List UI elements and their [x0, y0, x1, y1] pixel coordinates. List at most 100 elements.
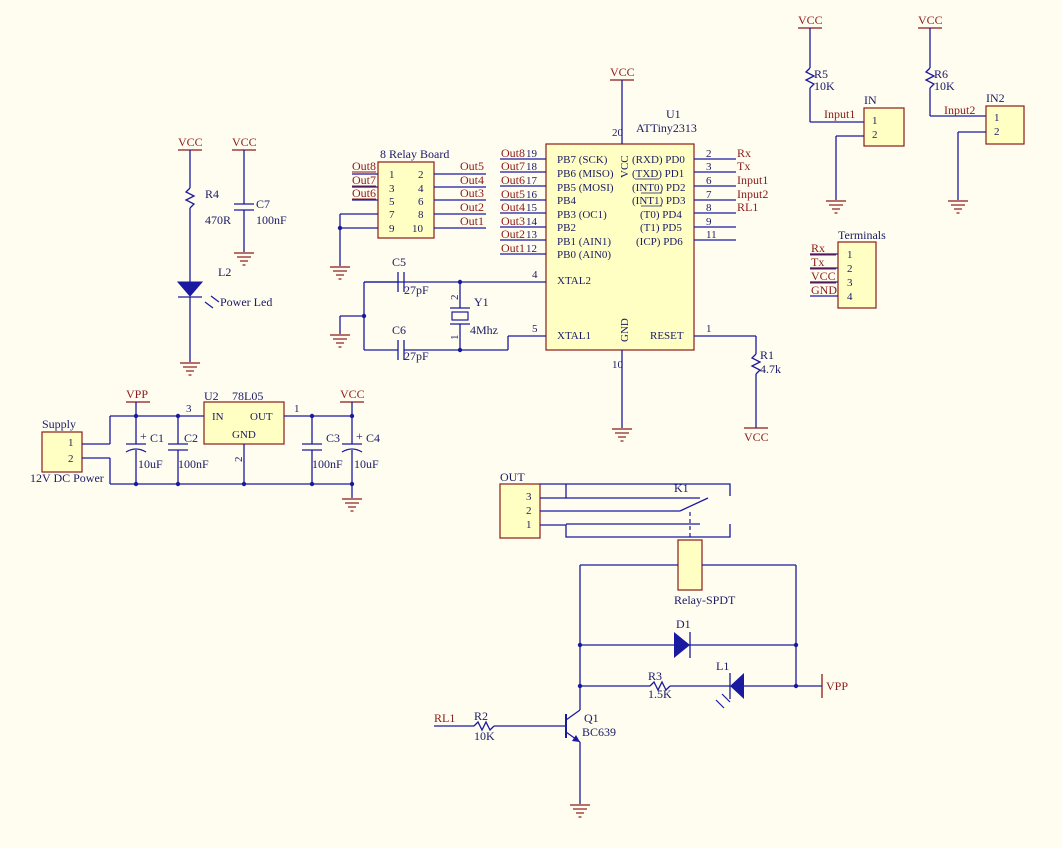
net-out5: Out5: [501, 187, 525, 201]
u2-part: 78L05: [232, 389, 263, 403]
u1-pin-label: PB2: [557, 222, 576, 234]
u1-pin-label: (INT0) PD2: [632, 182, 685, 194]
pin-number: 1: [526, 519, 532, 531]
vpp-label: VPP: [126, 387, 148, 401]
supply-description: 12V DC Power: [30, 471, 104, 485]
pin-number: 4: [532, 269, 538, 281]
pin-number: 20: [612, 127, 624, 139]
net-out3: Out3: [501, 214, 525, 228]
relay-board-body: [377, 161, 435, 239]
u1-pin-label: PB3 (OC1): [557, 209, 607, 221]
net-vcc: VCC: [811, 269, 836, 283]
plus-sign: +: [140, 429, 147, 443]
u1-right-nets: 2 3 6 7 8 9 11 Rx Tx Input1 Input2 RL1: [694, 146, 768, 241]
u2-gnd-label: GND: [232, 429, 256, 441]
k1-switch-contact: [679, 497, 709, 512]
u1-pin-label: (RXD) PD0: [632, 154, 685, 166]
c1-ref: C1: [150, 431, 164, 445]
pin-number: 8: [418, 209, 424, 221]
u1-pin-label: PB6 (MISO): [557, 168, 614, 180]
c6-value: 27pF: [404, 349, 429, 363]
regulator-section: Supply 1 2 12V DC Power VPP + C1 10uF C2…: [30, 387, 380, 512]
c3-value: 100nF: [312, 457, 343, 471]
pin-number: 19: [526, 148, 538, 160]
pin-number: 6: [418, 196, 424, 208]
c3-ref: C3: [326, 431, 340, 445]
vcc-label: VCC: [798, 13, 823, 27]
r6-resistor: [924, 67, 936, 89]
pin-number: 3: [706, 161, 712, 173]
pin-number: 1: [847, 249, 853, 261]
pin-number: 16: [526, 189, 538, 201]
u1-pin-label: PB0 (AIN0): [557, 249, 611, 261]
net-out1: Out1: [501, 241, 525, 255]
c5-value: 27pF: [404, 283, 429, 297]
r2-resistor: [473, 720, 495, 732]
pin-number: 12: [526, 243, 537, 255]
net-input1: Input1: [737, 173, 768, 187]
crystal-section: C5 27pF C6 27pF Y1 4Mhz 2 1: [329, 255, 498, 363]
u1-body: [545, 143, 695, 351]
u2-out-label: OUT: [250, 411, 273, 423]
r4-ref: R4: [205, 187, 219, 201]
net-out8: Out8: [501, 146, 525, 160]
pin-number: 3: [389, 183, 395, 195]
relay-board-title: 8 Relay Board: [380, 147, 449, 161]
pin-number: 5: [389, 196, 395, 208]
u1-gnd-pin-label: GND: [619, 318, 631, 342]
pin-number: 1: [389, 169, 395, 181]
net-out4: Out4: [460, 173, 484, 187]
u1-pin-label: (ICP) PD6: [636, 236, 683, 248]
net-out2: Out2: [460, 200, 484, 214]
input-section: VCC R5 10K Input1 IN 1 2 VCC R6 10K Inpu…: [798, 13, 1025, 214]
net-input2: Input2: [944, 103, 975, 117]
in2-connector: [985, 105, 1025, 145]
u1-vcc-pin-label: VCC: [619, 155, 631, 178]
pin-number: 9: [706, 216, 712, 228]
net-tx: Tx: [737, 159, 750, 173]
k1-ref: K1: [674, 481, 689, 495]
pin-number: 2: [872, 129, 878, 141]
pin-number: 15: [526, 202, 538, 214]
pin-number: 6: [706, 175, 712, 187]
terminals-body: [837, 241, 877, 309]
net-out4: Out4: [501, 200, 525, 214]
terminals-connector: Terminals Rx Tx VCC GND 1 2 3 4: [810, 228, 886, 309]
pin-number: 5: [532, 323, 538, 335]
pin-number: 18: [526, 161, 538, 173]
u1-pin-label: (INT1) PD3: [632, 195, 686, 207]
u1-ref: U1: [666, 107, 681, 121]
c7-value: 100nF: [256, 213, 287, 227]
net-rl1: RL1: [737, 200, 758, 214]
vpp-label: VPP: [826, 679, 848, 693]
d1-ref: D1: [676, 617, 691, 631]
plus-sign: +: [356, 429, 363, 443]
net-rx: Rx: [811, 241, 825, 255]
u1-xtal1-label: XTAL1: [557, 330, 591, 342]
r4-resistor: [184, 187, 196, 209]
net-tx: Tx: [811, 255, 824, 269]
pin-number: 4: [847, 291, 853, 303]
pin-number: 7: [389, 209, 395, 221]
r6-value: 10K: [934, 79, 955, 93]
c1-value: 10uF: [138, 457, 163, 471]
supply-connector: [41, 431, 83, 473]
pin-number: 1: [68, 437, 74, 449]
pin-number: 2: [706, 148, 712, 160]
u1-part: ATTiny2313: [636, 121, 697, 135]
d1-diode-icon: [674, 632, 690, 658]
terminals-title: Terminals: [838, 228, 886, 242]
r1-resistor: [750, 353, 762, 375]
q1-part: BC639: [582, 725, 616, 739]
u1-pin-label: PB7 (SCK): [557, 154, 608, 166]
in1-title: IN: [864, 93, 877, 107]
vcc-label: VCC: [918, 13, 943, 27]
vcc-label: VCC: [340, 387, 365, 401]
c5-ref: C5: [392, 255, 406, 269]
pin-number: 1: [294, 403, 300, 415]
pin-number: 1: [872, 115, 878, 127]
net-out2: Out2: [501, 227, 525, 241]
u1-reset-label: RESET: [650, 330, 684, 342]
